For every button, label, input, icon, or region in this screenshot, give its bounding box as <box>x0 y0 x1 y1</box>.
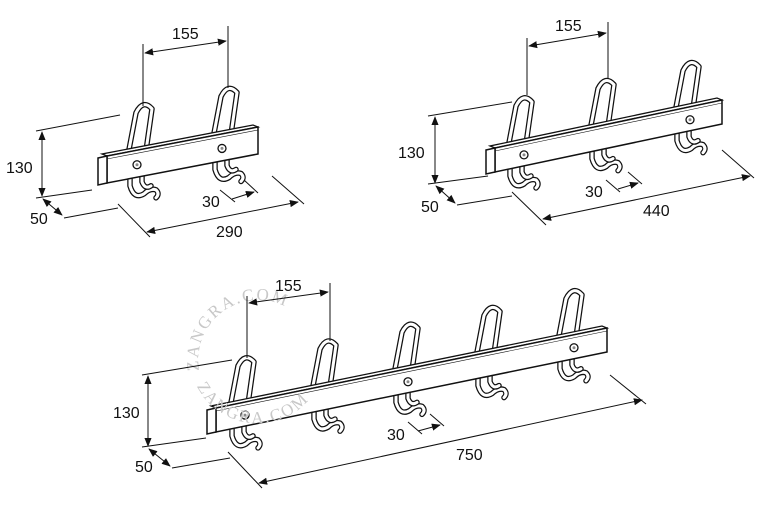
hook-lower-right-highlight <box>242 420 255 439</box>
rack-3-dimensions: 155 130 50 750 30 <box>113 278 647 489</box>
hook-lower-right-highlight <box>687 125 700 144</box>
hook-lower-right-highlight <box>602 143 615 162</box>
spacing-label: 155 <box>555 18 582 35</box>
screw-center <box>220 146 224 150</box>
bar-end-face <box>206 407 217 435</box>
hook-width-label: 30 <box>202 194 220 211</box>
hook-lower-right-highlight <box>520 160 533 179</box>
rack-1-dimensions: 155 130 50 290 30 <box>6 26 305 241</box>
hook-lower-right-highlight <box>225 153 238 173</box>
screw-center <box>522 153 526 157</box>
hook-upper-loop-highlight <box>310 339 338 393</box>
hook-upper-loop-highlight <box>474 305 502 360</box>
hook-lower-right-highlight <box>140 170 153 189</box>
bar-end-face <box>97 155 108 186</box>
hook-upper-loop-highlight <box>588 79 616 133</box>
hook-width-label: 30 <box>585 184 603 201</box>
hook-lower-left-highlight <box>558 355 590 383</box>
height-label: 130 <box>6 160 33 177</box>
hook-lower-right-highlight <box>570 353 583 372</box>
hook-upper-loop-highlight <box>228 356 256 410</box>
hook-upper-loop-highlight <box>673 61 701 115</box>
length-label: 290 <box>216 224 243 241</box>
hook-lower-left-highlight <box>508 162 540 190</box>
hook-lower-left-highlight <box>213 155 245 183</box>
depth-label: 50 <box>30 211 48 228</box>
hook-upper-loop-highlight <box>506 96 534 150</box>
bar-edge <box>494 102 723 152</box>
spacing-label: 155 <box>172 26 199 43</box>
rack-2-dimensions: 155 130 50 440 30 <box>398 18 755 226</box>
screw-center <box>243 413 247 417</box>
bar-edge <box>215 330 608 412</box>
screw-center <box>135 163 139 167</box>
hook-lower-left-highlight <box>675 127 707 155</box>
screw-center <box>406 380 410 384</box>
screw-center <box>572 346 576 350</box>
length-label: 440 <box>643 203 670 220</box>
depth-label: 50 <box>421 199 439 216</box>
height-label: 130 <box>398 145 425 162</box>
hook-upper-loop-highlight <box>392 322 420 376</box>
bar-edge <box>106 129 259 160</box>
hook-lower-left-highlight <box>128 172 160 200</box>
height-label: 130 <box>113 405 140 422</box>
hook-lower-left-highlight <box>590 145 622 173</box>
bar-end-face <box>485 147 496 175</box>
hook-lower-right-highlight <box>488 370 501 389</box>
depth-label: 50 <box>135 459 153 476</box>
hook-upper-loop-highlight <box>556 289 584 343</box>
hook-lower-left-highlight <box>476 372 508 400</box>
rack-2 <box>485 59 725 191</box>
length-label: 750 <box>456 447 483 464</box>
hook-upper-loop-highlight <box>211 86 239 140</box>
rack-1 <box>97 85 261 201</box>
hook-width-label: 30 <box>387 427 405 444</box>
screw-center <box>688 118 692 122</box>
spacing-label: 155 <box>275 278 302 295</box>
